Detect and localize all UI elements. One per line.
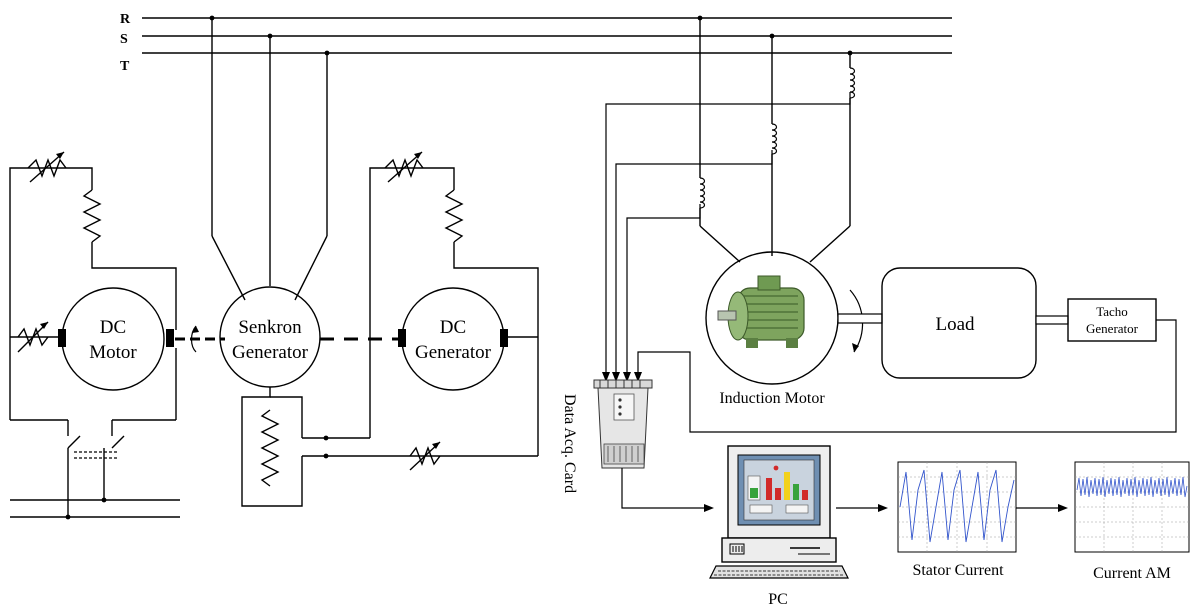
current-probe-r xyxy=(699,177,706,209)
current-probe-t xyxy=(849,67,856,99)
load-label: Load xyxy=(935,314,975,335)
stator-plot-label: Stator Current xyxy=(912,562,1004,579)
synchronous-generator: Senkron Generator xyxy=(209,15,330,507)
three-phase-bus: R S T xyxy=(120,12,952,74)
dc-motor-label-1: DC xyxy=(100,317,126,338)
daq-label: Data Acq. Card xyxy=(561,394,578,493)
sync-gen-label-2: Generator xyxy=(232,342,309,363)
bus-label-t: T xyxy=(120,59,130,74)
induction-motor: Induction Motor xyxy=(705,251,864,407)
current-probe-s xyxy=(771,123,778,155)
tacho-label-1: Tacho xyxy=(1096,304,1128,319)
dc-gen-label-2: Generator xyxy=(415,342,492,363)
dc-generator-circuit: DC Generator xyxy=(302,151,539,471)
pc: PC xyxy=(709,445,888,608)
pc-label: PC xyxy=(768,591,788,608)
bus-label-s: S xyxy=(120,32,128,47)
tacho-generator: Tacho Generator xyxy=(637,298,1177,433)
tacho-label-2: Generator xyxy=(1086,321,1139,336)
shaft-load-tacho xyxy=(1035,315,1069,325)
shaft-motor-load xyxy=(837,313,883,324)
dc-gen-symbol xyxy=(401,287,505,391)
data-acq-card: Data Acq. Card xyxy=(561,379,714,512)
am-plot-label: Current AM xyxy=(1093,565,1171,582)
dc-gen-label-1: DC xyxy=(440,317,466,338)
dc-motor-symbol xyxy=(61,287,165,391)
load-block: Load xyxy=(881,267,1037,379)
dc-motor-label-2: Motor xyxy=(89,342,137,363)
current-am-plot: Current AM xyxy=(1074,461,1190,582)
induction-motor-icon xyxy=(717,275,805,348)
induction-feed xyxy=(602,15,856,382)
sync-gen-label-1: Senkron xyxy=(238,317,302,338)
induction-motor-label: Induction Motor xyxy=(719,390,825,407)
dc-motor-circuit: DC Motor xyxy=(9,151,180,520)
bus-label-r: R xyxy=(120,12,131,27)
stator-current-plot: Stator Current xyxy=(897,461,1068,579)
